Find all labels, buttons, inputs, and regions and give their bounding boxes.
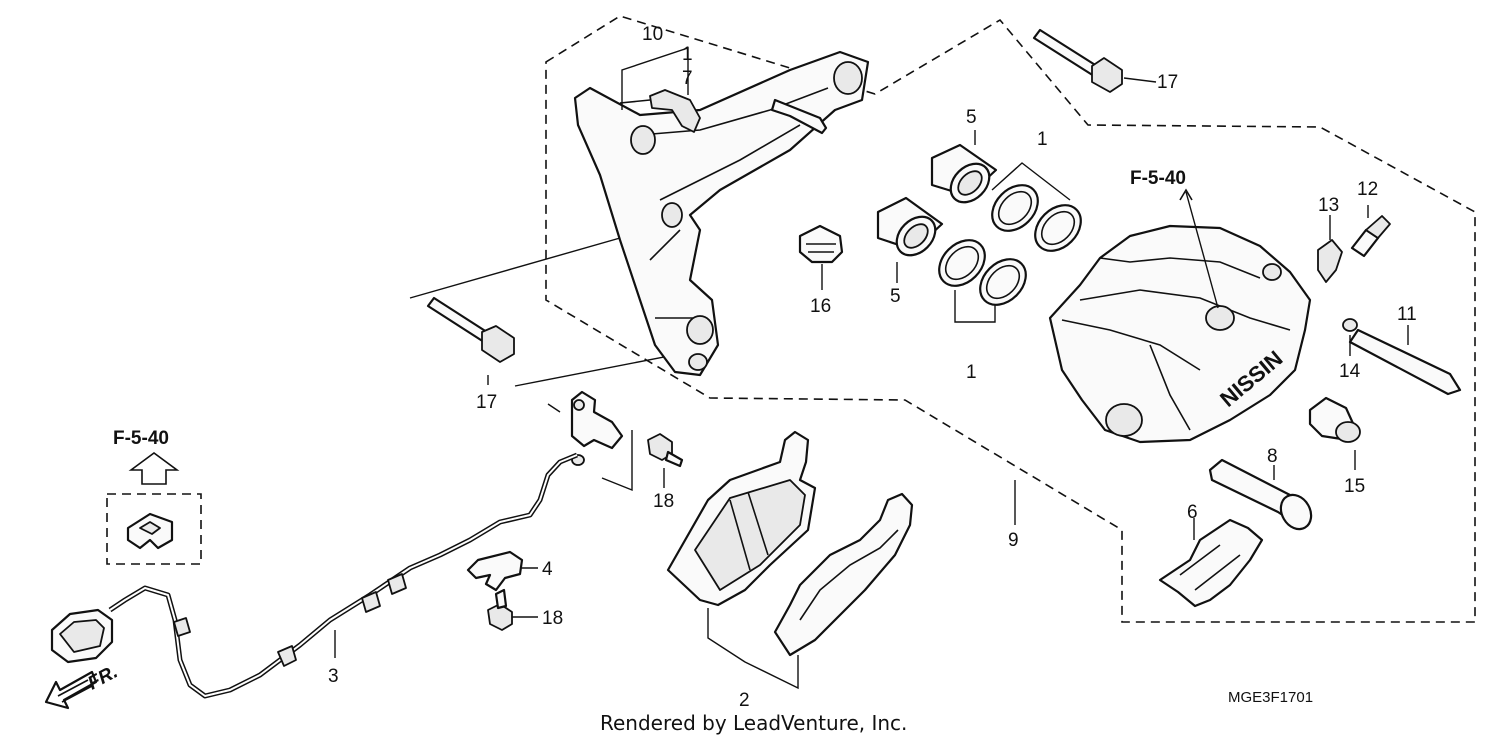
seal-upper-leader bbox=[991, 162, 1071, 201]
bolt-17-left[interactable] bbox=[426, 296, 515, 363]
callout-9: 9 bbox=[1008, 530, 1019, 551]
seal-lower-leader bbox=[954, 290, 996, 323]
ref-right-arrowhead bbox=[1179, 188, 1193, 201]
bleeder-screw[interactable] bbox=[1350, 215, 1391, 258]
bolt-17-top[interactable] bbox=[1032, 28, 1123, 93]
sensor-connector[interactable] bbox=[50, 608, 114, 664]
callout-4: 4 bbox=[542, 559, 553, 580]
piston-upper[interactable] bbox=[930, 143, 998, 210]
callout-5-lower: 5 bbox=[890, 286, 901, 307]
callout-17-upper: 17 bbox=[1157, 72, 1178, 93]
ref-up-arrow-icon bbox=[128, 452, 180, 485]
pad-spring[interactable] bbox=[1158, 518, 1264, 608]
cable-clamp[interactable] bbox=[466, 550, 524, 592]
callout-6: 6 bbox=[1187, 502, 1198, 523]
ref-right-leader bbox=[1185, 191, 1219, 309]
callout-1-upper: 1 bbox=[1037, 129, 1048, 150]
ref-label-right: F-5-40 bbox=[1130, 168, 1186, 189]
pin-boot[interactable] bbox=[798, 224, 844, 264]
bolt-18-clamp[interactable] bbox=[487, 588, 513, 631]
pad-pin[interactable] bbox=[1348, 328, 1462, 396]
callout-1-lower: 1 bbox=[966, 362, 977, 383]
render-credit: Rendered by LeadVenture, Inc. bbox=[600, 711, 907, 735]
callout-10: 10 bbox=[642, 24, 663, 45]
seal-ring-set-upper[interactable] bbox=[983, 176, 1090, 260]
reference-inset bbox=[106, 493, 202, 565]
piston-lower[interactable] bbox=[876, 196, 944, 263]
pad-leader bbox=[707, 608, 799, 690]
brake-pad-front[interactable] bbox=[666, 430, 817, 607]
callout-11: 11 bbox=[1397, 304, 1417, 325]
ref-label-left: F-5-40 bbox=[113, 428, 169, 449]
bolt-18-sensor[interactable] bbox=[647, 433, 684, 468]
sensor-leader bbox=[547, 403, 633, 492]
callout-8: 8 bbox=[1267, 446, 1278, 467]
wheel-speed-sensor[interactable] bbox=[570, 390, 624, 466]
assembly-outline bbox=[545, 15, 1476, 623]
pad-pin-oring[interactable] bbox=[1342, 318, 1358, 332]
brake-pad-rear[interactable] bbox=[773, 492, 914, 657]
caliper-bracket[interactable] bbox=[573, 50, 870, 377]
bleeder-cap[interactable] bbox=[1317, 239, 1343, 283]
seal-ring-set-lower[interactable] bbox=[930, 231, 1035, 314]
diagram-code: MGE3F1701 bbox=[1228, 689, 1313, 706]
fr-label: FR. bbox=[84, 662, 121, 695]
fr-direction-arrow-icon bbox=[44, 670, 98, 710]
callout-13: 13 bbox=[1318, 195, 1339, 216]
callout-1-clip: 1 bbox=[682, 44, 693, 65]
callout-15: 15 bbox=[1344, 476, 1365, 497]
callout-12: 12 bbox=[1357, 179, 1378, 200]
sensor-cable[interactable] bbox=[108, 452, 578, 699]
callout-3: 3 bbox=[328, 666, 339, 687]
callout-16: 16 bbox=[810, 296, 831, 317]
callout-14: 14 bbox=[1339, 361, 1361, 382]
callout-17-left: 17 bbox=[476, 392, 497, 413]
retainer-clip[interactable] bbox=[619, 89, 701, 133]
callout-2: 2 bbox=[739, 690, 750, 711]
callout-5-upper: 5 bbox=[966, 107, 977, 128]
callout-7: 7 bbox=[682, 68, 693, 89]
callout-leaders bbox=[334, 77, 1409, 658]
slide-pin[interactable] bbox=[1208, 458, 1317, 535]
clip-leader bbox=[621, 47, 689, 110]
callout-18-sensor: 18 bbox=[653, 491, 674, 512]
caliper-body[interactable]: NISSIN bbox=[1048, 224, 1312, 444]
pin-bolt[interactable] bbox=[1308, 396, 1361, 443]
callout-18-clamp: 18 bbox=[542, 608, 563, 629]
